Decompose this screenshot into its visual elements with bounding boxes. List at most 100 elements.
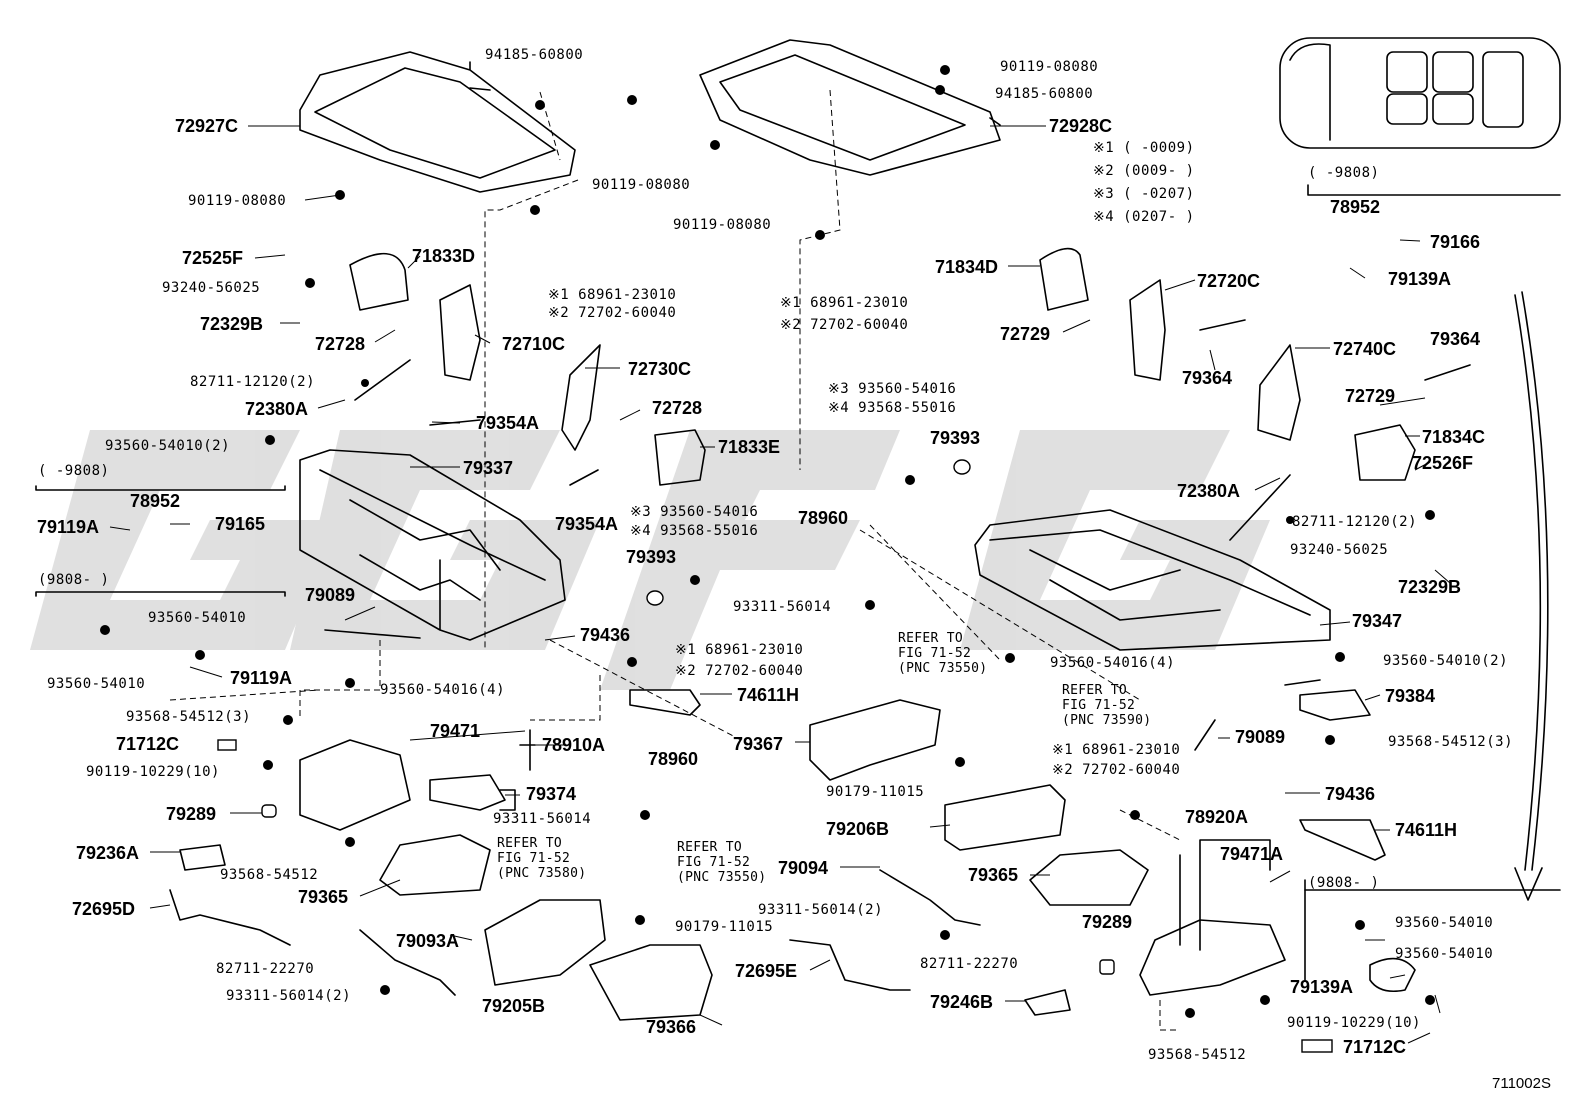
part-number: 90119-08080 [673, 217, 772, 233]
part-number: 90179-11015 [675, 919, 774, 935]
part-label: 79354A [555, 514, 619, 534]
part-label: 79289 [1082, 912, 1133, 932]
part-number: 93560-54010 [1395, 946, 1494, 962]
part-label: 72329B [200, 314, 264, 334]
part-79366 [589, 944, 713, 1021]
part-79205B [484, 899, 606, 986]
part-78920A [1139, 919, 1286, 996]
part-label: 72728 [652, 398, 703, 418]
part-label: 79364 [1430, 329, 1481, 349]
part-label: 72695E [735, 961, 798, 981]
part-number: 90119-08080 [1000, 59, 1099, 75]
part-number: 93560-54010 [47, 676, 146, 692]
arrow-icon [1514, 294, 1542, 871]
part-71833E [654, 429, 706, 486]
part-label: 71833D [412, 246, 476, 266]
part-label: 74611H [737, 685, 800, 705]
part-label: 79364 [1182, 368, 1233, 388]
part-label: 79166 [1430, 232, 1481, 252]
part-label: 79366 [646, 1017, 697, 1037]
part-number: 93560-54010 [1395, 915, 1494, 931]
date-range: (9808- ) [1308, 875, 1380, 891]
part-label: 71712C [116, 734, 180, 754]
seat-tray-left [299, 449, 566, 641]
part-label: 72728 [315, 334, 366, 354]
part-number: 93560-54010(2) [1383, 653, 1509, 669]
part-79365-left [379, 834, 491, 896]
note-line: ※1 68961-23010 [1052, 742, 1181, 758]
note-line: ※4 93568-55016 [828, 400, 957, 416]
part-label: 79393 [626, 547, 677, 567]
part-label: 71712C [1343, 1037, 1407, 1057]
part-label: 79139A [1388, 269, 1452, 289]
part-number: 93568-54512(3) [1388, 734, 1514, 750]
part-label: 78952 [1330, 197, 1381, 217]
part-79139A [1369, 957, 1416, 993]
part-number: 93240-56025 [162, 280, 261, 296]
part-label: 79093A [396, 931, 460, 951]
part-label: 78960 [648, 749, 699, 769]
note-line: ※1 68961-23010 [780, 295, 909, 311]
part-label: 78952 [130, 491, 181, 511]
part-label: 79365 [298, 887, 349, 907]
part-number: 94185-60800 [995, 86, 1094, 102]
part-number: 93560-54016(4) [1050, 655, 1176, 671]
part-label: 72526F [1412, 453, 1474, 473]
part-label: 79165 [215, 514, 266, 534]
part-label: 72710C [502, 334, 566, 354]
part-label: 79347 [1352, 611, 1403, 631]
part-79384 [1284, 679, 1371, 721]
part-label: 79289 [166, 804, 217, 824]
part-number: 82711-22270 [920, 956, 1019, 972]
part-number: 93311-56014 [493, 811, 592, 827]
part-number: 93568-54512 [220, 867, 319, 883]
part-71834C [1354, 424, 1416, 481]
part-71834D [1039, 247, 1089, 311]
part-number: 93240-56025 [1290, 542, 1389, 558]
part-79374 [429, 774, 506, 811]
diagram-code: 711002S [1492, 1075, 1551, 1092]
date-range: ( -9808) [38, 463, 110, 479]
note-line: ※2 72702-60040 [780, 317, 909, 333]
part-71833D [349, 252, 409, 311]
part-number: 94185-60800 [485, 47, 584, 63]
date-range: ( -9808) [1308, 165, 1380, 181]
part-number: 93560-54010 [148, 610, 247, 626]
part-label: 79374 [526, 784, 577, 804]
part-number: 90179-11015 [826, 784, 925, 800]
part-number: 93568-54512(3) [126, 709, 252, 725]
part-label: 79471A [1220, 844, 1284, 864]
part-label: 72740C [1333, 339, 1397, 359]
part-label: 72729 [1000, 324, 1051, 344]
part-79206B [944, 784, 1066, 851]
part-number: 93560-54010(2) [105, 438, 231, 454]
legend-line: ※3 ( -0207) [1093, 186, 1195, 202]
part-label: 79089 [305, 585, 356, 605]
legend-line: ※4 (0207- ) [1093, 209, 1195, 225]
part-72730C [561, 344, 601, 451]
note-line: ※4 93568-55016 [630, 523, 759, 539]
part-label: 74611H [1395, 820, 1458, 840]
date-range: (9808- ) [38, 572, 110, 588]
part-label: 79119A [37, 517, 100, 537]
part-78910A [299, 739, 411, 831]
part-label: 72927C [175, 116, 239, 136]
part-label: 72730C [628, 359, 692, 379]
part-label: 72695D [72, 899, 136, 919]
legend-line: ※2 (0009- ) [1093, 163, 1195, 179]
part-79365-right [1029, 849, 1149, 906]
part-label: 79436 [580, 625, 631, 645]
part-79367 [809, 699, 941, 781]
part-label: 79367 [733, 734, 784, 754]
part-label: 79206B [826, 819, 890, 839]
legend-line: ※1 ( -0009) [1093, 140, 1195, 156]
part-number: 90119-10229(10) [1287, 1015, 1421, 1031]
part-label: 78910A [542, 735, 606, 755]
part-number: 82711-22270 [216, 961, 315, 977]
part-label: 72525F [182, 248, 244, 268]
